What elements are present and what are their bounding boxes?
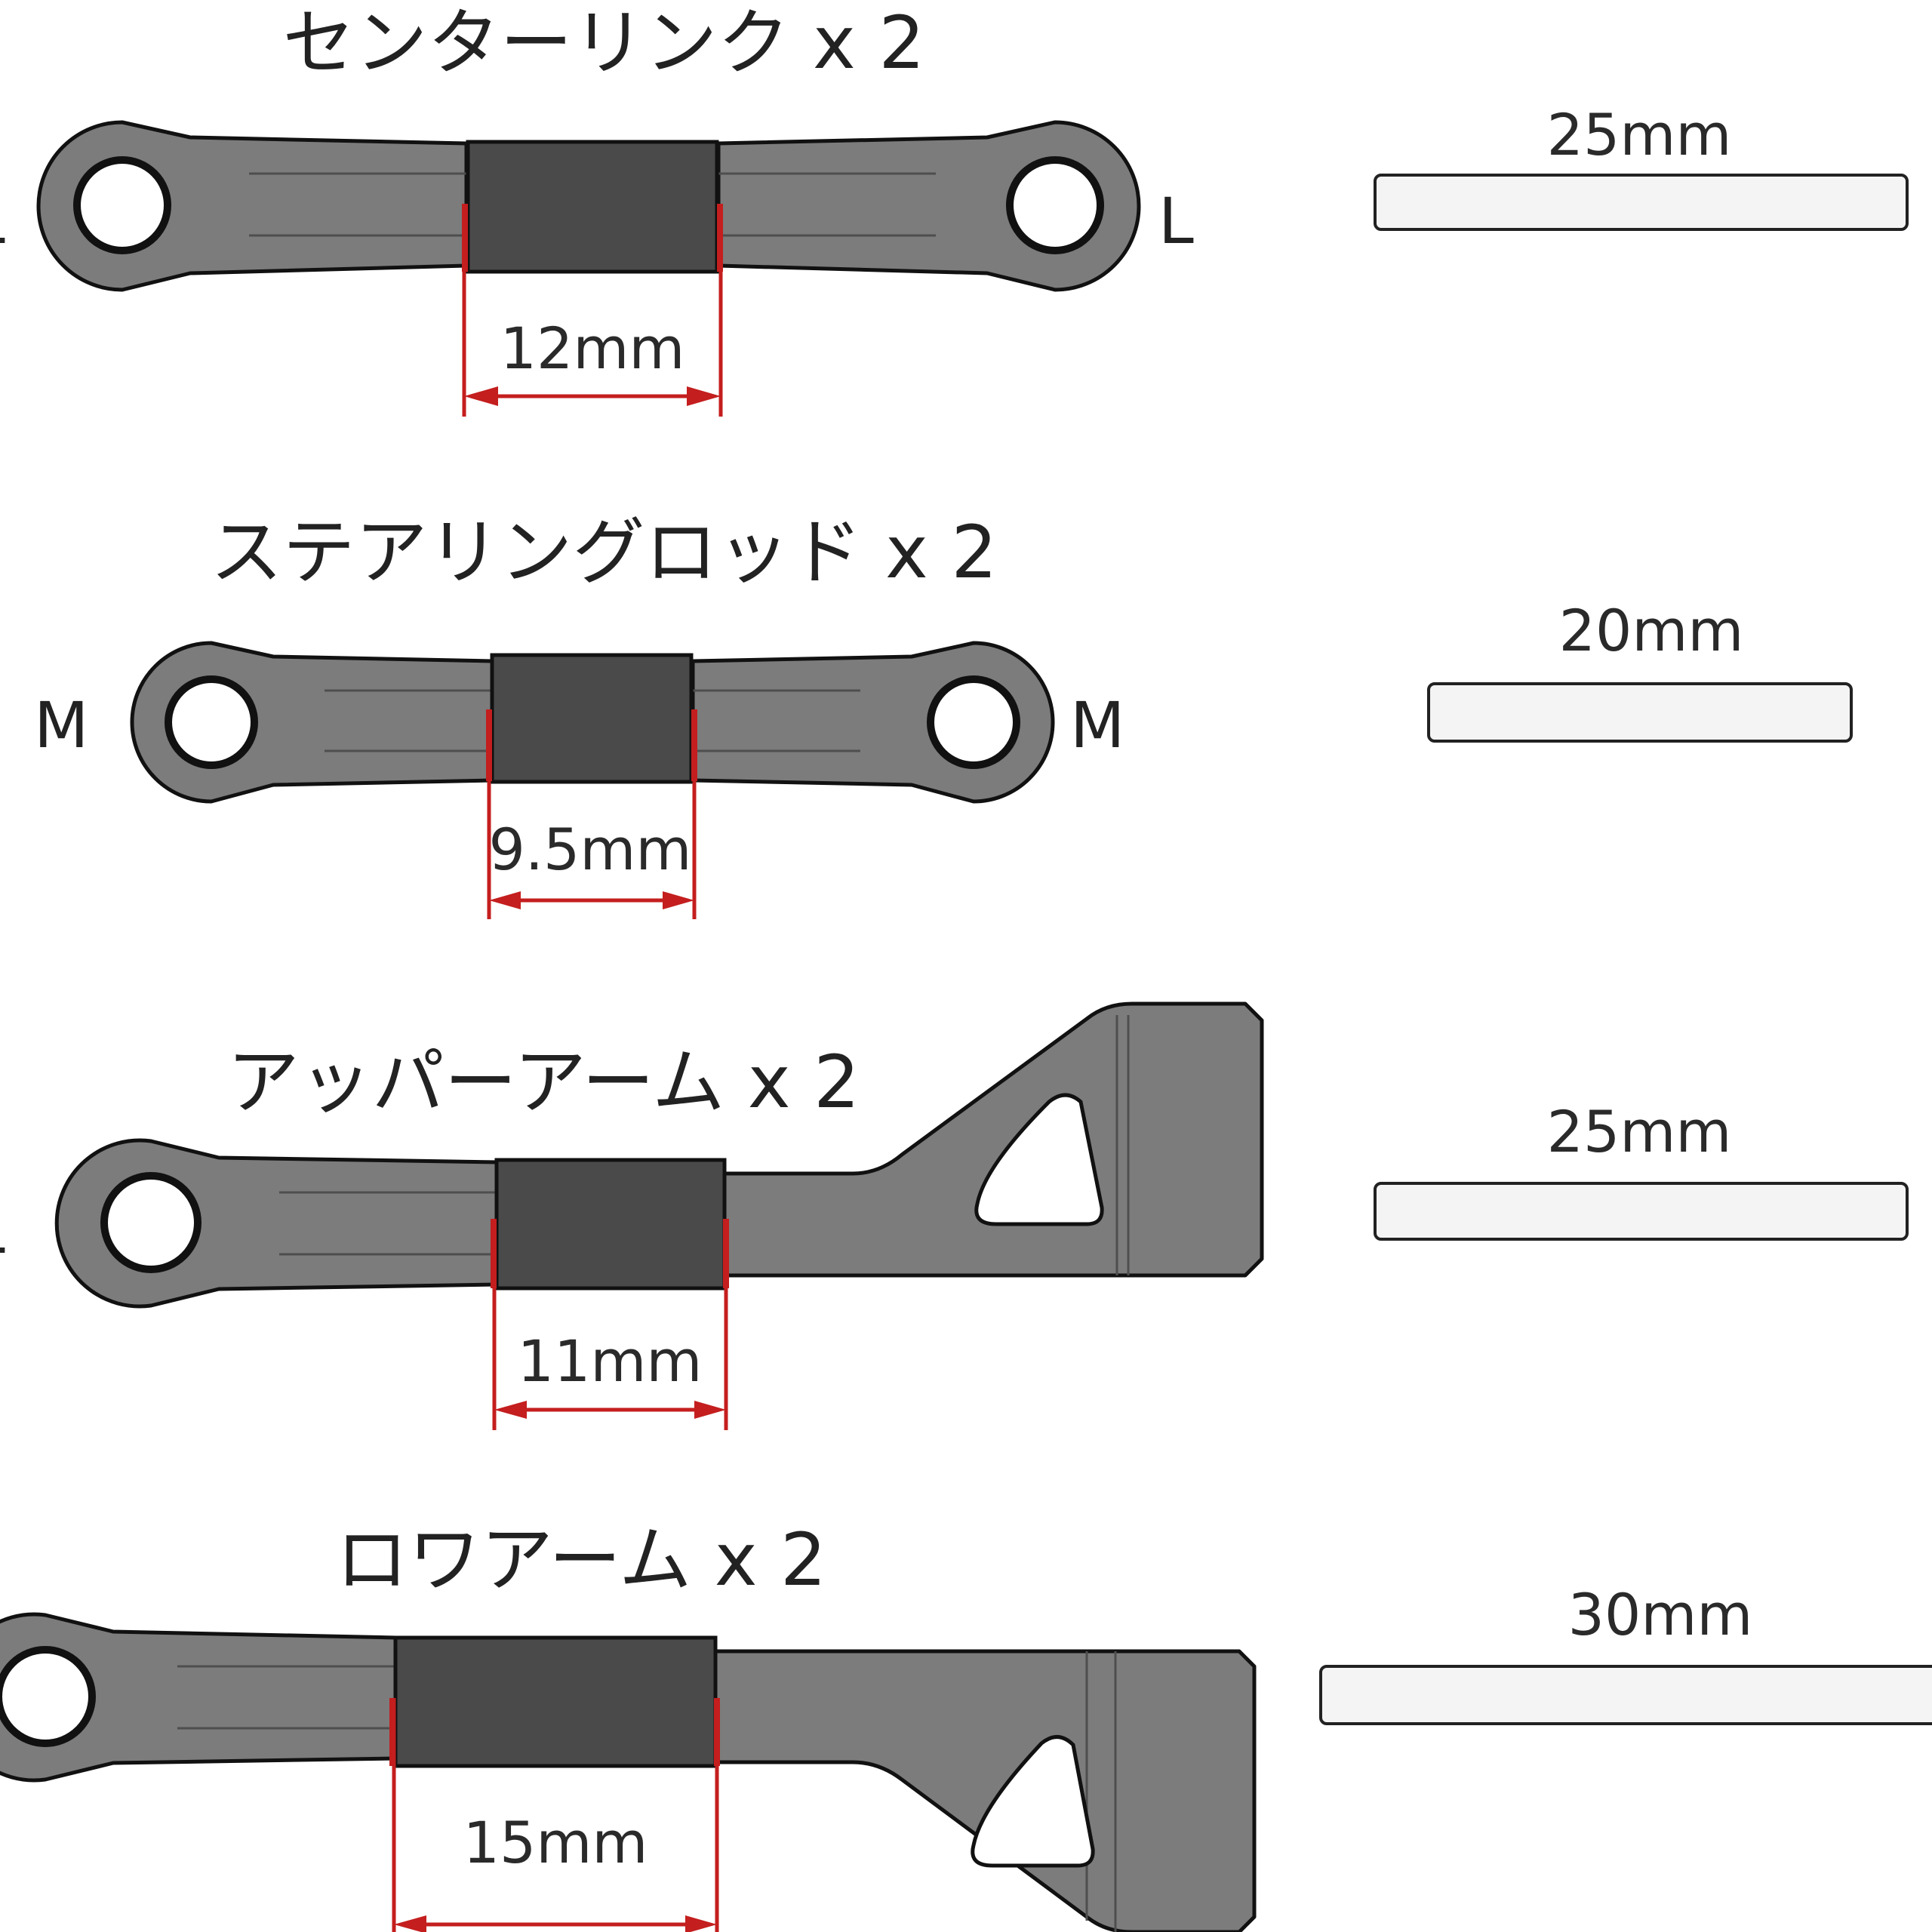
rod-length-label: 30mm (1568, 1581, 1753, 1648)
rod-length-label: 25mm (1547, 101, 1732, 168)
upper-arm-drawing (54, 1001, 1264, 1309)
threaded-rod-25mm-1: 25mm (1374, 101, 1909, 231)
dimension-15mm: 15mm (392, 1698, 719, 1932)
end-label-right: L (1158, 184, 1194, 258)
dimension-12mm: 12mm (462, 204, 723, 417)
rod-length-label: 20mm (1559, 597, 1744, 664)
part-title: センターリンク x 2 (283, 1, 925, 85)
threaded-rod-30mm: 30mm (1319, 1581, 1932, 1725)
part-steering-rod: ステアリングロッド x 2 M M 9.5mm (34, 510, 1124, 919)
part-center-link: センターリンク x 2 L L 12mm (0, 1, 1194, 417)
part-title: アッパーアーム x 2 (227, 1040, 860, 1124)
part-title: ステアリングロッド x 2 (211, 510, 998, 595)
rod-length-label: 25mm (1547, 1098, 1732, 1165)
lower-arm-drawing (0, 1612, 1257, 1932)
dimension-11mm: 11mm (492, 1219, 728, 1430)
dimension-label: 15mm (463, 1809, 648, 1876)
part-title: ロワアーム x 2 (336, 1518, 826, 1602)
threaded-rod-20mm: 20mm (1427, 597, 1853, 743)
dimension-label: 9.5mm (489, 816, 692, 883)
dimension-9-5mm: 9.5mm (487, 709, 697, 919)
end-label-right: M (1070, 688, 1124, 762)
end-label-left: L (0, 184, 5, 258)
dimension-label: 12mm (500, 315, 685, 382)
end-label-left: L (0, 1194, 5, 1268)
end-label-left: M (34, 688, 88, 762)
dimension-label: 11mm (518, 1327, 703, 1395)
threaded-rod-25mm-2: 25mm (1374, 1098, 1909, 1241)
center-link-drawing (36, 120, 1141, 292)
part-lower-arm: ロワアーム x 2 15mm (0, 1518, 1257, 1932)
steering-rod-drawing (130, 641, 1055, 804)
part-upper-arm: アッパーアーム x 2 L 11mm (0, 1001, 1264, 1430)
